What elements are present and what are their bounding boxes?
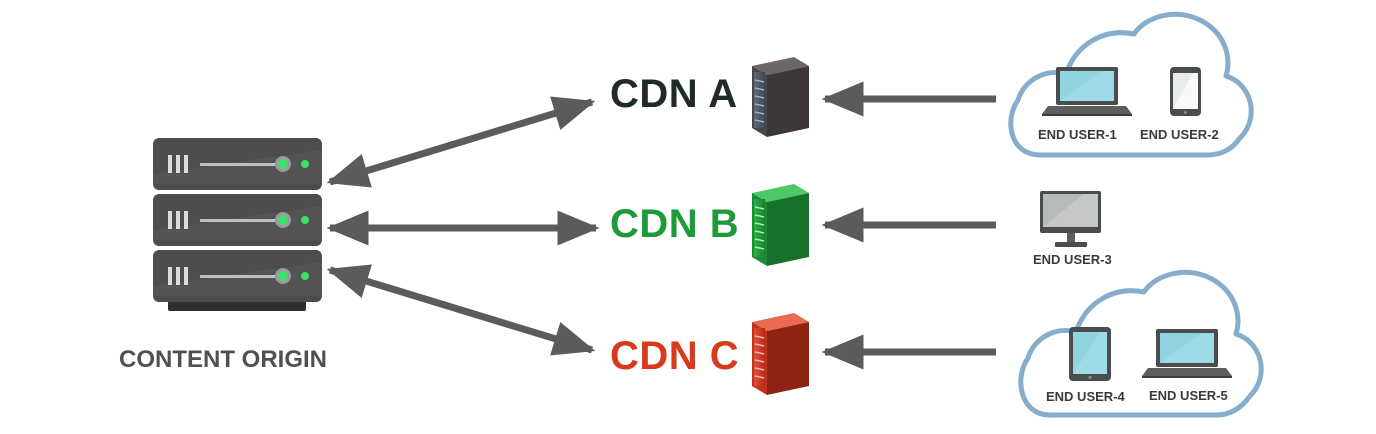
desktop-monitor-icon [1040,191,1101,247]
user-cdn-arrows [821,81,996,370]
top-cloud-outline [1008,11,1254,158]
content-origin-server-icon [153,138,322,311]
arrow-origin-cdn-c [326,264,596,356]
cdn-c-label: CDN C [610,334,740,378]
origin-server-unit-3 [153,250,322,302]
cdn-a-label: CDN A [610,72,738,116]
origin-server-unit-2 [153,194,322,246]
arrow-origin-cdn-a [326,96,596,188]
cdn-c-server-icon [752,313,809,395]
cdn-b-server-icon [752,184,809,266]
end-user-1-label: END USER-1 [1038,127,1117,142]
end-user-2-label: END USER-2 [1140,127,1219,142]
end-user-5-label: END USER-5 [1149,388,1228,403]
smartphone-icon [1170,67,1201,116]
content-origin-label: CONTENT ORIGIN [119,346,327,373]
cdn-a-server-icon [752,57,809,137]
end-user-4-label: END USER-4 [1046,389,1125,404]
origin-server-unit-1 [153,138,322,190]
end-user-3-label: END USER-3 [1033,252,1112,267]
tablet-icon [1069,327,1111,381]
laptop-icon [1142,329,1232,378]
cdn-b-label: CDN B [610,202,740,246]
origin-cdn-arrows [326,96,600,356]
laptop-icon [1042,67,1132,116]
